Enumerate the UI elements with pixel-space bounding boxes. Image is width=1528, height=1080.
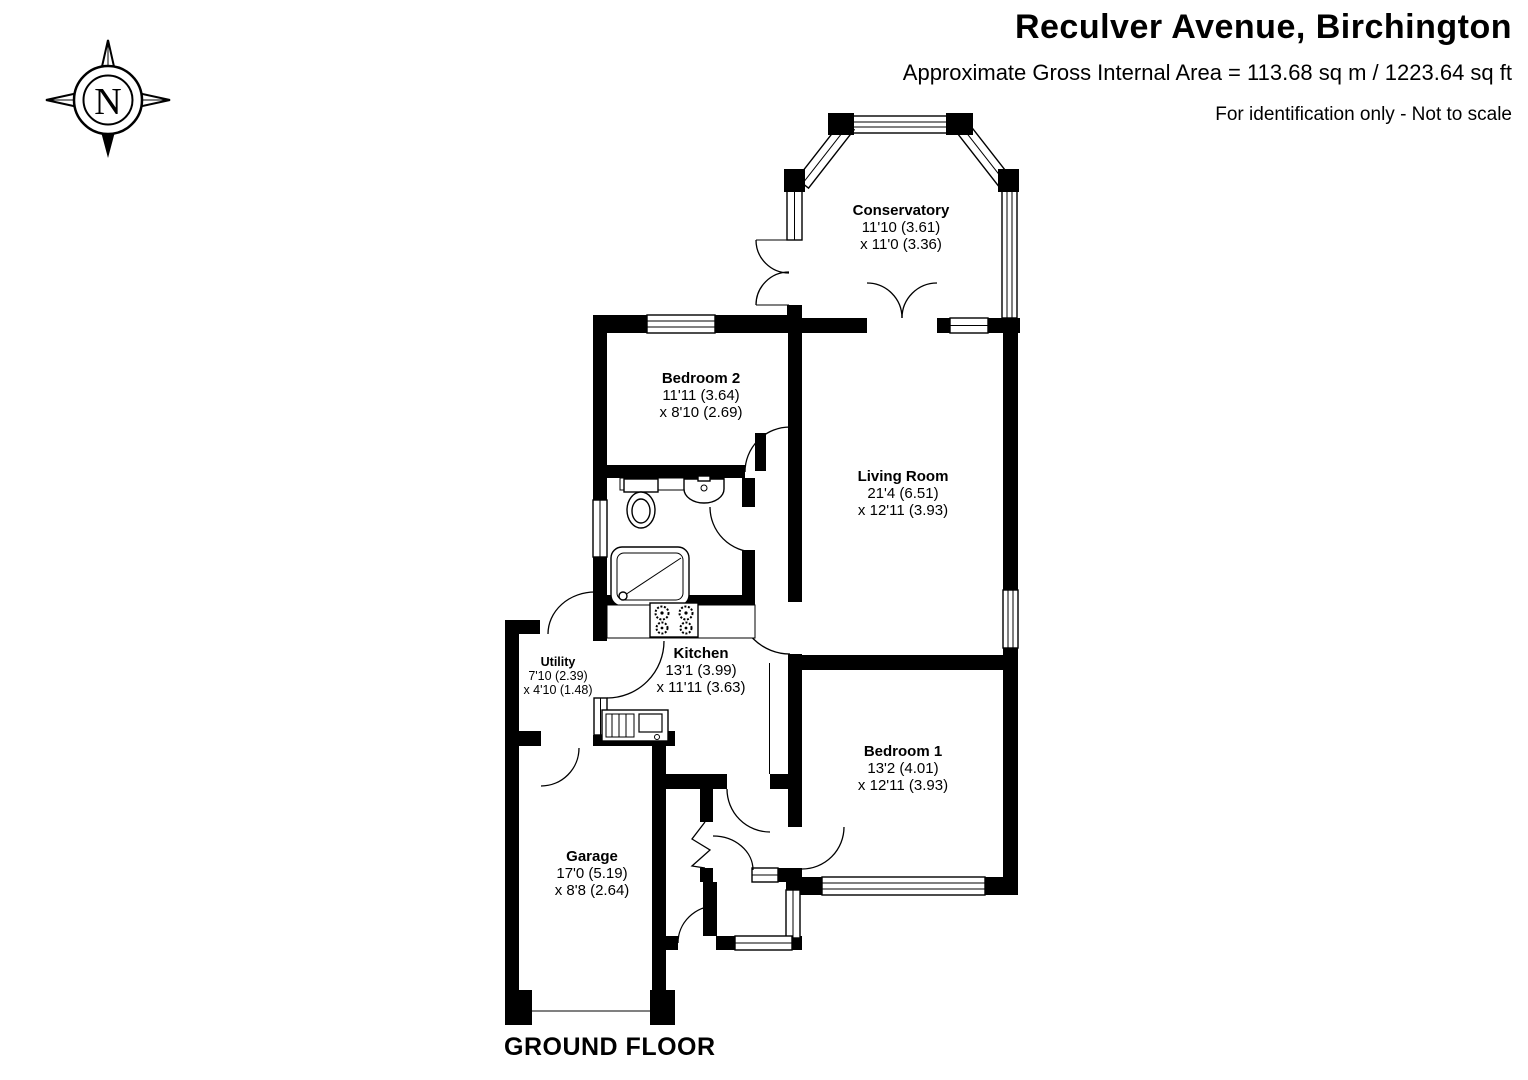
door-leaf xyxy=(755,433,766,471)
room-label-bedroom1: Bedroom 1 13'2 (4.01) x 12'11 (3.93) xyxy=(857,743,949,794)
room-label-utility: Utility 7'10 (2.39) x 4'10 (1.48) xyxy=(523,655,593,697)
door-arc xyxy=(677,905,717,944)
door-arc xyxy=(547,591,596,635)
room-label-garage: Garage 17'0 (5.19) x 8'8 (2.64) xyxy=(554,848,630,899)
window-bedroom2 xyxy=(646,314,716,334)
room-label-living-room: Living Room 21'4 (6.51) x 12'11 (3.93) xyxy=(857,468,949,519)
toilet-icon xyxy=(623,478,659,529)
window-bedroom1 xyxy=(821,876,986,896)
sink-icon xyxy=(601,709,669,742)
hob-icon xyxy=(606,602,756,639)
room-label-conservatory: Conservatory 11'10 (3.61) x 11'0 (3.36) xyxy=(852,202,950,253)
room-label-kitchen: Kitchen 13'1 (3.99) x 11'11 (3.63) xyxy=(656,645,746,696)
page-title: Reculver Avenue, Birchington xyxy=(1014,8,1512,46)
wall xyxy=(784,169,805,192)
room-label-bedroom2: Bedroom 2 11'11 (3.64) x 8'10 (2.69) xyxy=(659,370,743,421)
wall xyxy=(787,305,802,316)
compass-rose-icon: N xyxy=(45,39,171,158)
windows xyxy=(592,314,1019,951)
door-arc xyxy=(606,640,665,699)
door-arc xyxy=(726,788,771,833)
door-arc xyxy=(901,282,938,319)
door-arc xyxy=(755,239,790,274)
fixtures xyxy=(601,475,770,774)
door-arc xyxy=(709,506,756,553)
conservatory-glazing xyxy=(755,113,1019,319)
floor-name-label: GROUND FLOOR xyxy=(504,1033,716,1061)
door-arc xyxy=(801,826,845,870)
door-arc xyxy=(755,271,790,306)
basin-icon xyxy=(683,475,725,504)
disclaimer-note: For identification only - Not to scale xyxy=(1215,104,1512,125)
bifold-door xyxy=(690,821,712,869)
door-arc xyxy=(540,747,580,787)
wall xyxy=(946,113,973,135)
wall xyxy=(998,169,1019,192)
shower-icon xyxy=(610,546,690,607)
area-subtitle: Approximate Gross Internal Area = 113.68… xyxy=(902,60,1512,85)
doors xyxy=(532,282,938,1012)
compass-north-label: N xyxy=(94,81,121,123)
window-living-right xyxy=(1002,589,1019,649)
door-arc xyxy=(744,426,791,473)
door-arc xyxy=(712,835,754,871)
wall xyxy=(828,113,854,135)
door-arc xyxy=(866,282,903,319)
